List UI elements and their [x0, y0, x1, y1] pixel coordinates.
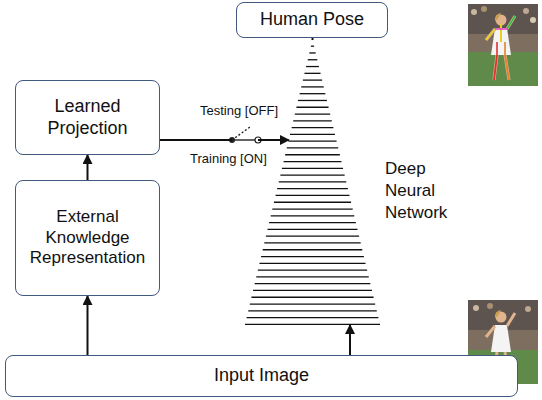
connector-arrow	[87, 296, 89, 355]
switch-label: Training [ON]	[188, 151, 269, 166]
connector-arrow	[349, 325, 351, 355]
pose-photo	[468, 4, 538, 86]
network-pyramid: Deep Neural Network	[245, 40, 380, 325]
connector-arrow	[160, 139, 289, 141]
box-label: External Knowledge Representation	[22, 207, 153, 268]
connector-arrow	[87, 155, 89, 180]
network-label: Deep Neural Network	[385, 158, 465, 224]
input-box: Input Image	[5, 355, 518, 397]
process-box: Learned Projection	[15, 80, 160, 155]
output-box: Human Pose	[236, 2, 388, 38]
network-layers	[245, 40, 380, 325]
box-label: Learned Projection	[22, 96, 153, 139]
process-box: External Knowledge Representation	[15, 180, 160, 296]
switch-label: Testing [OFF]	[198, 103, 280, 118]
switch-symbol	[229, 127, 261, 143]
box-label: Input Image	[214, 365, 309, 387]
connector-arrow	[312, 38, 314, 40]
box-label: Human Pose	[260, 9, 364, 31]
